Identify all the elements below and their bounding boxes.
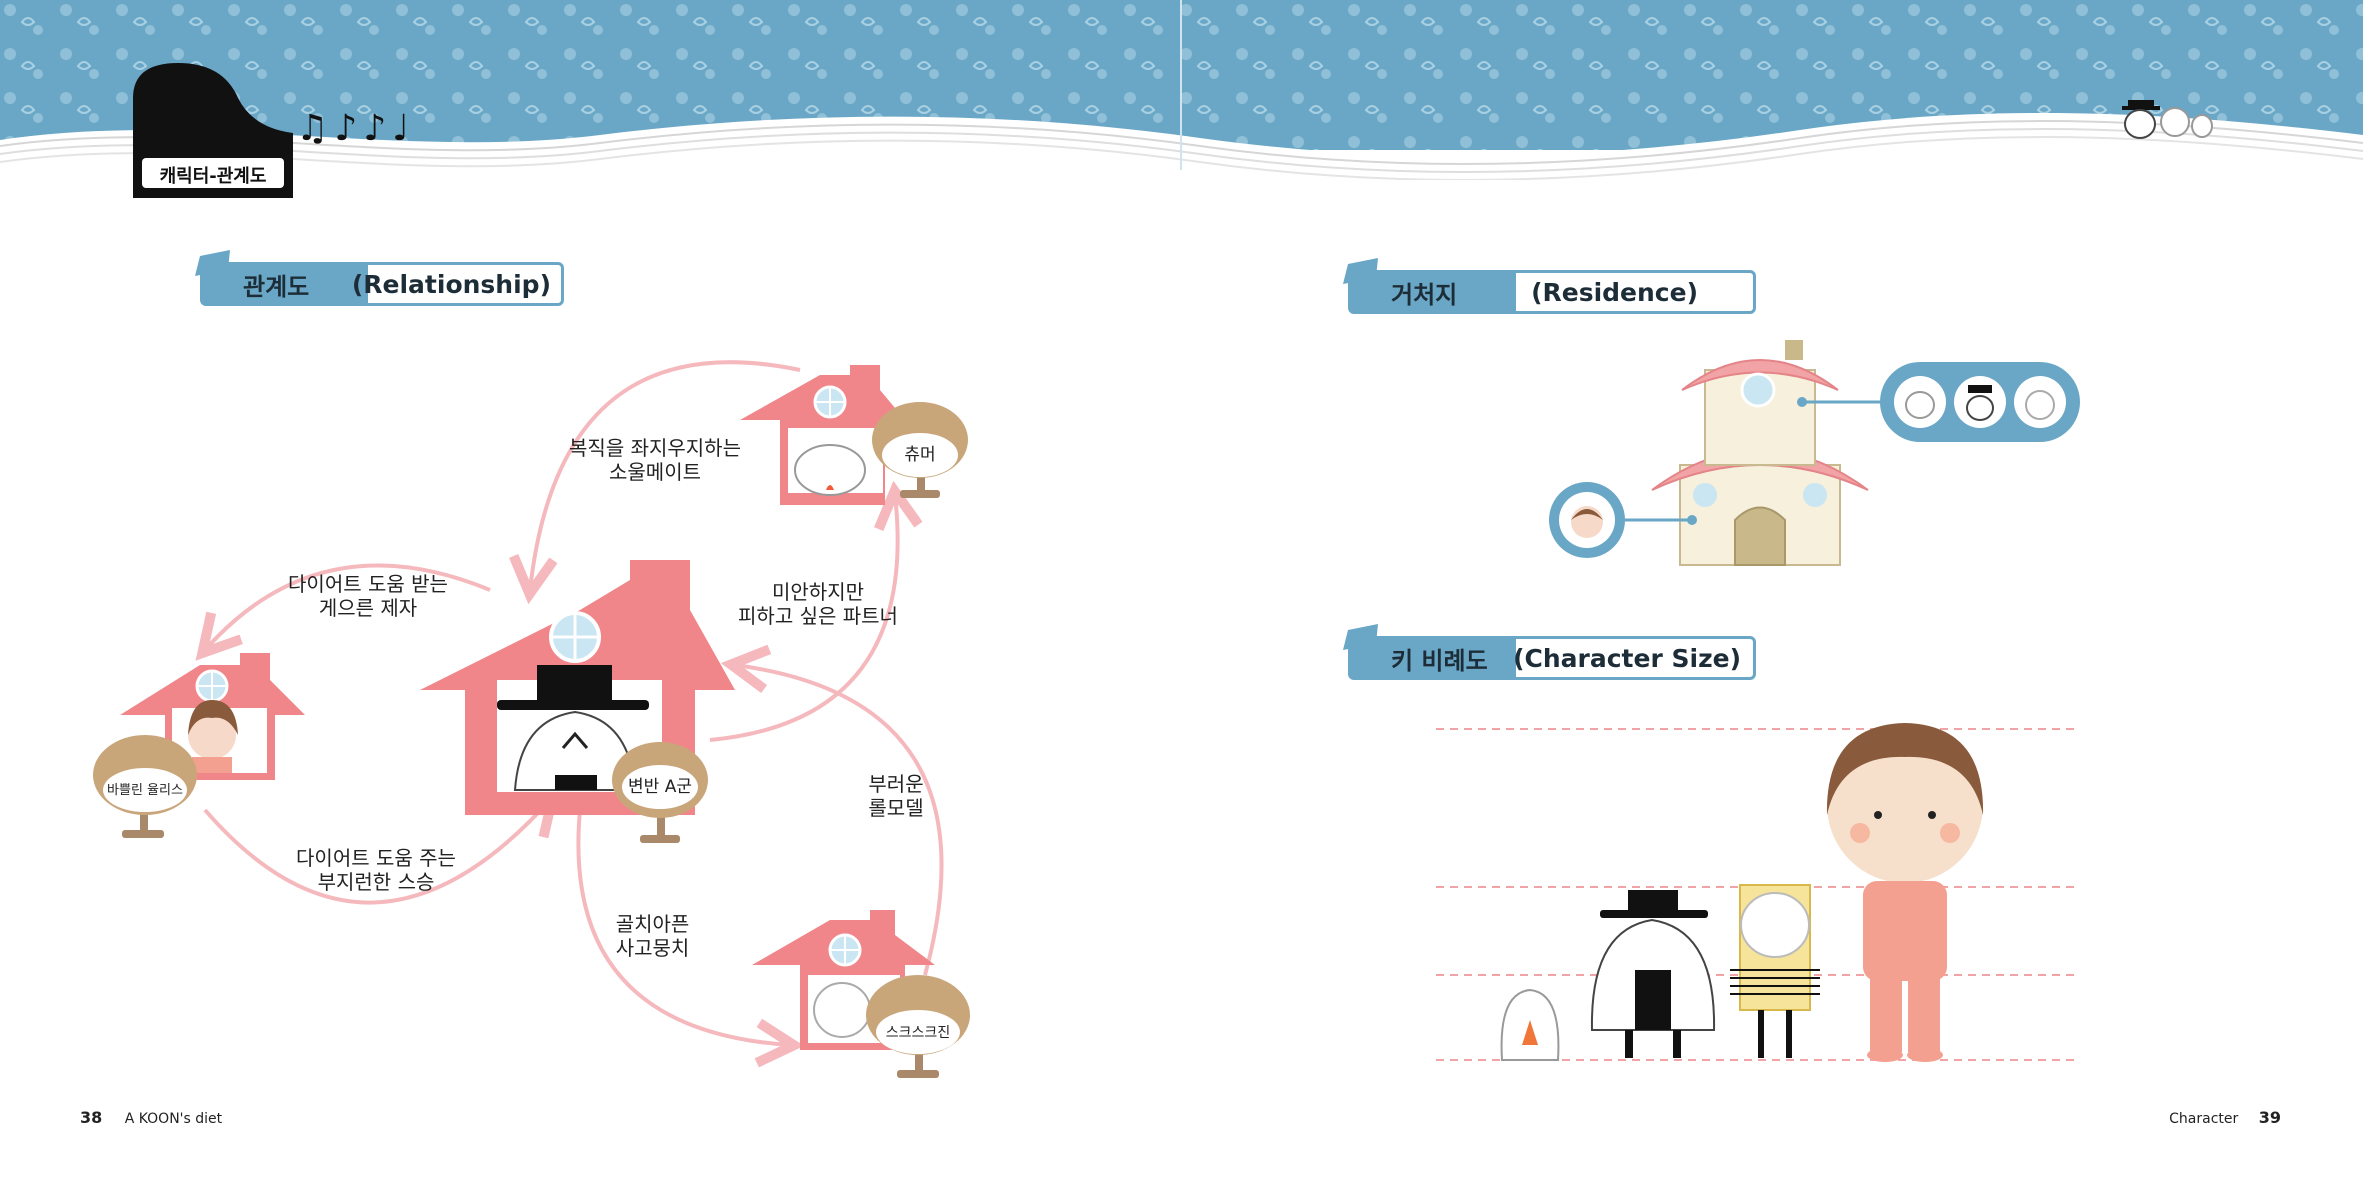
- residence-title-ko: 거처지: [1351, 273, 1516, 311]
- relation-line: 복직을 좌지우지하는: [569, 436, 741, 460]
- sign-left: [93, 735, 197, 838]
- arrow-center-to-bottom: [576, 809, 805, 1068]
- relation-line: 미안하지만: [772, 580, 864, 604]
- tab-flag-icon: [1343, 258, 1378, 284]
- relation-role-model: 부러운 롤모델: [846, 772, 946, 820]
- page-number-right: 39: [2258, 1108, 2281, 1127]
- sign-bottom: [866, 975, 970, 1078]
- relation-diligent-teacher: 다이어트 도움 주는 부지런한 스승: [276, 846, 476, 894]
- relation-line: 다이어트 도움 받는: [288, 572, 448, 596]
- sign-label-top: 츄머: [904, 445, 936, 465]
- relation-line: 게으른 제자: [318, 596, 418, 620]
- relationship-title-en: (Relationship): [351, 269, 551, 299]
- character-size-chart: [1436, 723, 2080, 1062]
- residence-illustration: [1549, 340, 2080, 566]
- relationship-diagram: [93, 360, 970, 1078]
- section-title: Character: [2169, 1111, 2239, 1127]
- relation-line: 피하고 싶은 파트너: [738, 604, 898, 628]
- arrow-center-to-left: [195, 563, 491, 661]
- relation-line: 사고뭉치: [615, 936, 690, 960]
- relation-line: 부러운: [868, 772, 924, 796]
- arrow-bottom-to-center: [720, 644, 944, 976]
- arrow-center-to-top: [709, 480, 923, 742]
- book-title: A KOON's diet: [124, 1111, 223, 1127]
- character-small: [1500, 988, 1560, 1061]
- sign-label-center: 변반 A군: [628, 777, 692, 797]
- tab-flag-icon: [195, 250, 230, 276]
- music-notes-icon: ♫♪♪♩: [296, 108, 416, 149]
- arrow-left-to-center: [203, 789, 560, 905]
- mini-characters-icon: [2122, 100, 2213, 139]
- tab-flag-icon: [1343, 624, 1378, 650]
- size-section-header: 키 비례도 (Character Size): [1348, 636, 1756, 680]
- top-house: [740, 365, 905, 505]
- relation-partner: 미안하지만 피하고 싶은 파트너: [718, 580, 918, 628]
- piano-icon: [133, 63, 293, 198]
- character-girl: [1826, 723, 1984, 1062]
- size-title-ko: 키 비례도: [1351, 639, 1516, 677]
- relation-lazy-student: 다이어트 도움 받는 게으른 제자: [268, 572, 468, 620]
- character-onigiri: [1590, 890, 1716, 1058]
- size-title-en: (Character Size): [1513, 643, 1741, 673]
- relationship-section-header: 관계도 (Relationship): [200, 262, 564, 306]
- relation-line: 소울메이트: [609, 460, 701, 484]
- relation-line: 다이어트 도움 주는: [296, 846, 456, 870]
- sign-label-left: 바쁠린 율리스: [107, 783, 183, 798]
- chapter-tab-label: 캐릭터-관계도: [159, 166, 267, 187]
- character-square: [1730, 884, 1820, 1058]
- page-number-left: 38: [80, 1108, 103, 1127]
- relation-soulmate: 복직을 좌지우지하는 소울메이트: [550, 436, 760, 484]
- relationship-title-ko: 관계도: [203, 265, 368, 303]
- relation-troublemaker: 골치아픈 사고뭉치: [600, 912, 705, 960]
- residence-section-header: 거처지 (Residence): [1348, 270, 1756, 314]
- footer-left: 38 A KOON's diet: [80, 1108, 222, 1127]
- header-band: [0, 0, 2363, 180]
- sign-top: [872, 402, 968, 498]
- sign-center: [612, 742, 708, 843]
- footer-right: Character 39: [2169, 1108, 2281, 1127]
- arrow-top-to-center: [509, 360, 801, 605]
- residence-title-en: (Residence): [1531, 277, 1698, 307]
- relation-line: 부지런한 스승: [317, 870, 435, 894]
- sign-label-bottom: 스크스크진: [885, 1025, 951, 1041]
- relation-line: 골치아픈: [615, 912, 690, 936]
- relation-line: 롤모델: [868, 796, 924, 820]
